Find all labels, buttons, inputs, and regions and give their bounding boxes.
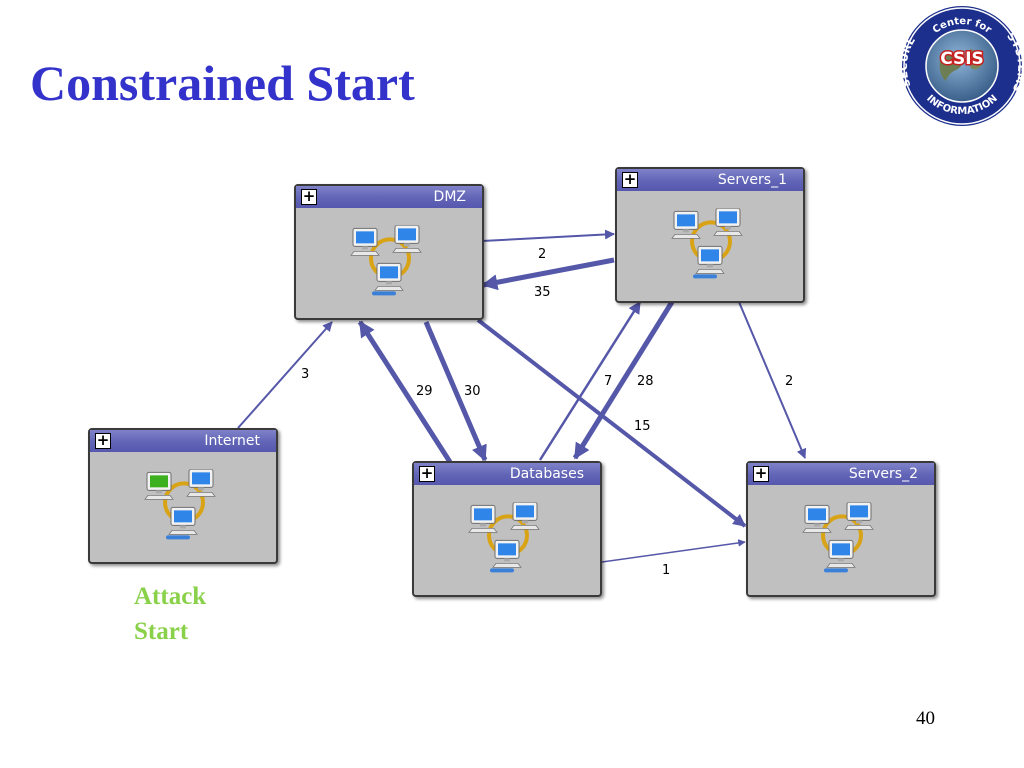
edge-servers1-dmz: [481, 257, 615, 291]
node-servers-2[interactable]: + Servers_2: [746, 461, 936, 597]
caption-line-1: Attack: [134, 583, 207, 610]
edge-label-databases-servers2: 1: [662, 563, 671, 578]
edge-label-dmz-servers1: 2: [538, 247, 547, 262]
network-computers-icon: [468, 502, 540, 573]
node-title: Databases: [509, 466, 584, 482]
node-header: + Databases: [414, 463, 600, 485]
edge-label-servers1-dmz: 35: [534, 285, 551, 300]
logo-center-text: CSIS: [940, 49, 984, 69]
node-databases[interactable]: + Databases: [412, 461, 602, 597]
csis-logo: CSIS Center for SECURE SYSTEMS INFORMATI…: [900, 6, 1024, 126]
expand-button[interactable]: +: [622, 170, 638, 188]
expand-button[interactable]: +: [419, 464, 435, 482]
node-title: DMZ: [433, 189, 466, 205]
edge-servers1-servers2: [738, 301, 807, 459]
edge-label-databases-dmz: 29: [416, 384, 433, 399]
network-computers-icon: [671, 208, 743, 279]
caption-line-2: Start: [134, 618, 189, 645]
node-header: + Servers_2: [748, 463, 934, 485]
expand-button[interactable]: +: [95, 431, 111, 449]
edge-internet-dmz: [237, 321, 333, 429]
node-title: Servers_1: [717, 172, 787, 188]
edge-servers1-databases: [572, 300, 675, 460]
edge-databases-dmz: [357, 320, 453, 464]
slide-title: Constrained Start: [30, 55, 415, 111]
edge-label-servers1-servers2: 2: [785, 374, 794, 389]
node-header: + Servers_1: [617, 169, 803, 191]
edge-dmz-servers1: [481, 229, 615, 242]
edge-label-dmz-databases: 30: [464, 384, 481, 399]
edge-label-databases-servers1: 7: [604, 374, 613, 389]
page-number: 40: [916, 708, 935, 729]
node-title: Servers_2: [848, 466, 918, 482]
node-header: + DMZ: [296, 186, 482, 208]
node-internet[interactable]: + Internet: [88, 428, 278, 564]
node-title: Internet: [204, 433, 260, 449]
network-computers-icon: [802, 502, 874, 573]
network-computers-compromised-icon: [144, 469, 216, 540]
edge-dmz-servers2: [476, 318, 747, 528]
expand-button[interactable]: +: [753, 464, 769, 482]
node-header: + Internet: [90, 430, 276, 452]
edge-databases-servers1: [538, 300, 642, 461]
expand-button[interactable]: +: [301, 187, 317, 205]
edge-dmz-databases: [423, 321, 488, 462]
edge-databases-servers2: [601, 539, 746, 563]
edge-label-internet-dmz: 3: [301, 367, 310, 382]
attack-start-caption: Attack Start: [134, 579, 206, 649]
edge-label-servers1-databases: 28: [637, 374, 654, 389]
node-servers-1[interactable]: + Servers_1: [615, 167, 805, 303]
edge-label-dmz-servers2: 15: [634, 419, 651, 434]
node-dmz[interactable]: + DMZ: [294, 184, 484, 320]
network-computers-icon: [350, 225, 422, 296]
